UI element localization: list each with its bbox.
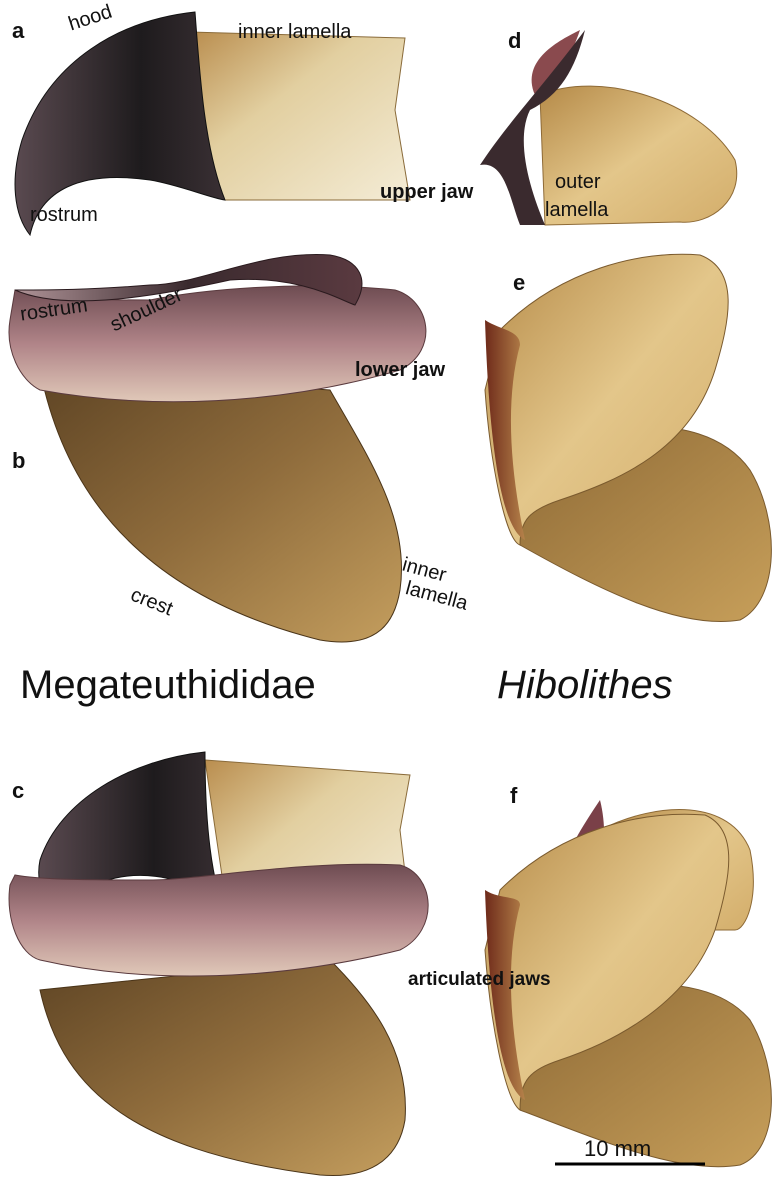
panel-label-e: e — [513, 270, 526, 295]
panel-label-c: c — [12, 778, 25, 803]
taxon-megateuthididae: Megateuthididae — [20, 663, 316, 707]
label-outer-lamella-2: lamella — [545, 199, 609, 221]
panel-label-a: a — [12, 18, 25, 43]
label-rostrum-upper: rostrum — [30, 204, 98, 226]
label-outer-lamella-1: outer — [555, 171, 601, 193]
articulated-jaws-megateuthididae — [8, 751, 429, 1177]
label-articulated-jaws: articulated jaws — [408, 969, 551, 990]
label-upper-jaw: upper jaw — [380, 181, 474, 203]
upper-jaw-hibolithes — [480, 30, 738, 226]
panel-label-d: d — [508, 28, 522, 53]
articulated-jaws-hibolithes — [484, 800, 772, 1168]
lower-jaw-hibolithes — [484, 253, 772, 622]
panel-label-f: f — [510, 783, 518, 808]
panel-label-b: b — [12, 448, 26, 473]
taxon-hibolithes: Hibolithes — [497, 663, 673, 707]
label-inner-lamella-upper: inner lamella — [238, 21, 352, 43]
scale-bar-label: 10 mm — [584, 1136, 652, 1161]
lower-jaw-megateuthididae — [8, 254, 427, 643]
upper-jaw-megateuthididae — [14, 11, 411, 237]
label-lower-jaw: lower jaw — [355, 359, 446, 381]
